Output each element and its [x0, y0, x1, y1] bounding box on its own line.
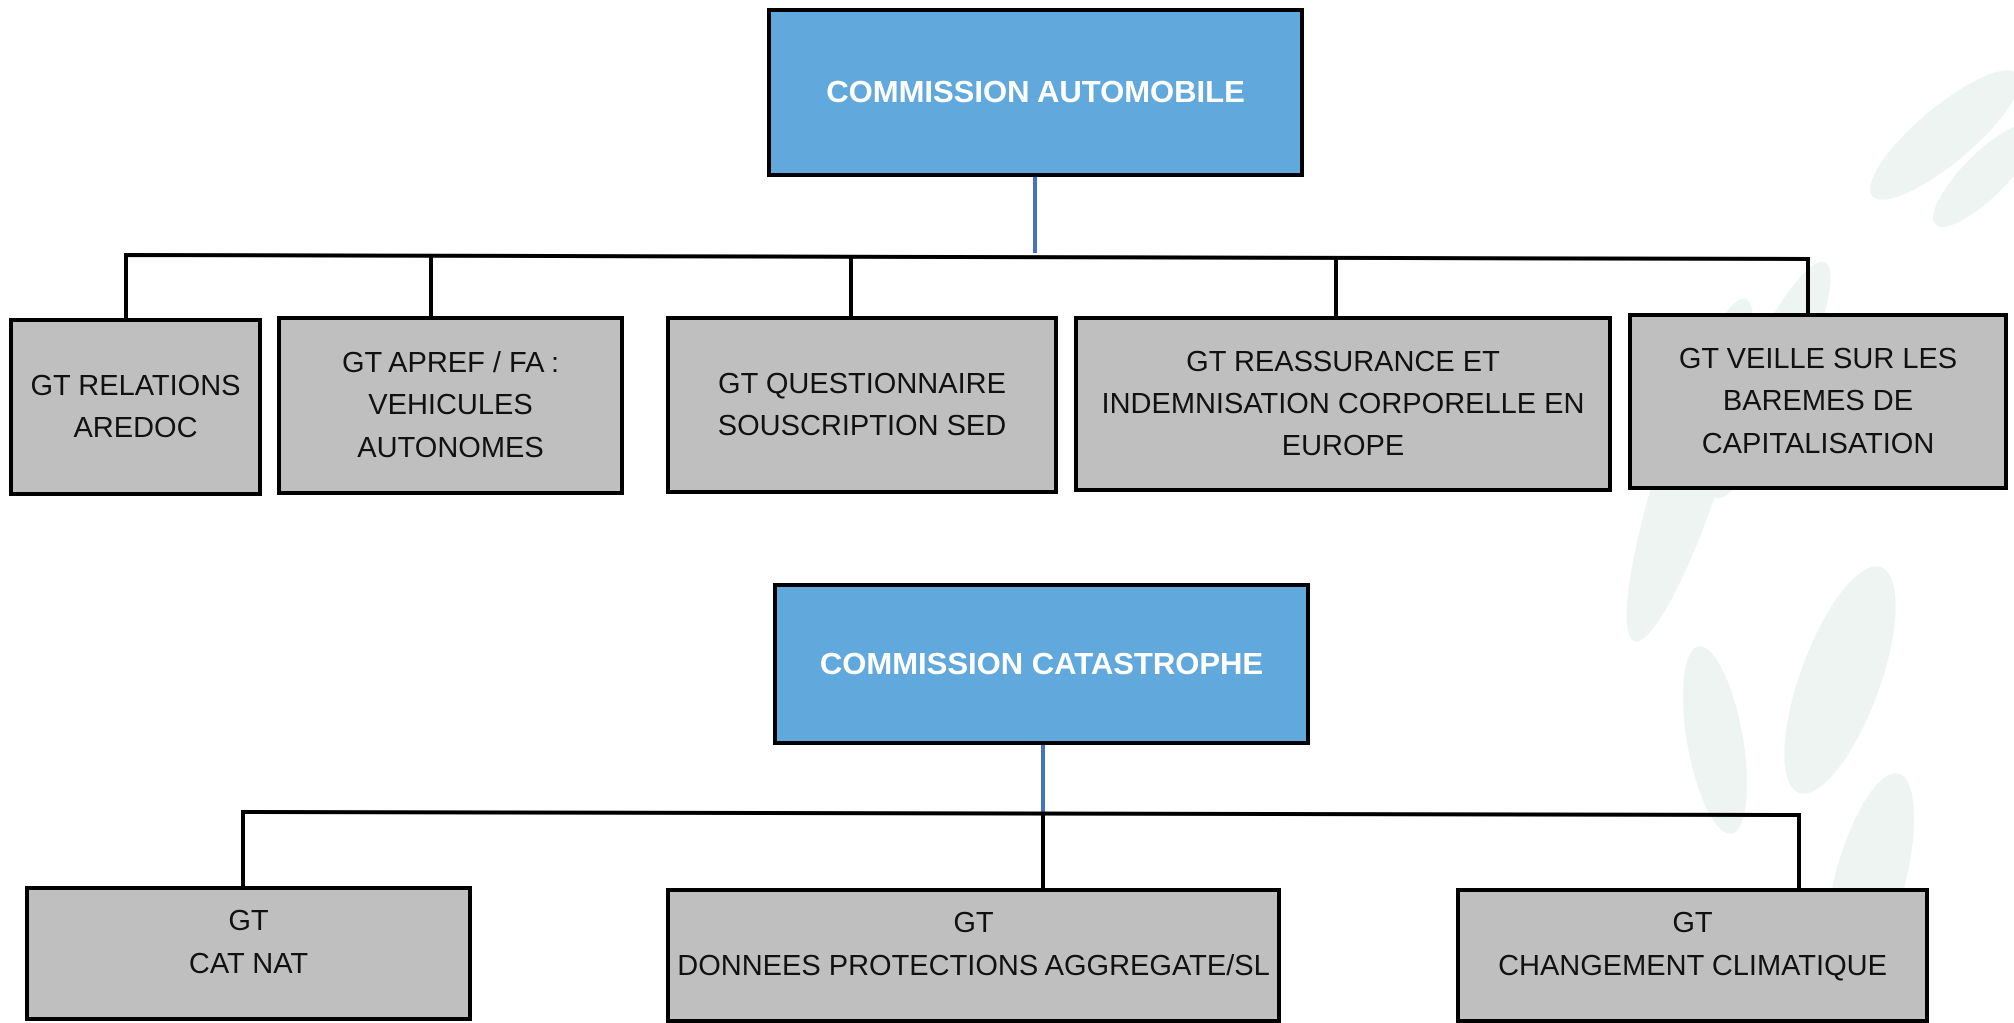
- group-line: GT: [228, 905, 269, 938]
- group-line: INDEMNISATION CORPORELLE EN: [1101, 387, 1585, 420]
- group-line: BAREMES DE: [1722, 385, 1914, 418]
- group-questionnaire-souscription: GT QUESTIONNAIRE SOUSCRIPTION SED: [666, 316, 1058, 494]
- group-line: VEHICULES: [368, 389, 533, 422]
- group-changement-climatique: GT CHANGEMENT CLIMATIQUE: [1456, 888, 1929, 1023]
- group-line: CHANGEMENT CLIMATIQUE: [1498, 949, 1887, 982]
- group-donnees-protections: GT DONNEES PROTECTIONS AGGREGATE/SL: [666, 888, 1281, 1023]
- group-line: GT: [953, 907, 994, 940]
- group-line: GT REASSURANCE ET: [1186, 345, 1500, 378]
- group-line: AREDOC: [73, 412, 198, 444]
- commission-automobile-header: COMMISSION AUTOMOBILE: [767, 8, 1304, 177]
- group-line: GT VEILLE SUR LES: [1678, 343, 1958, 376]
- group-veille-baremes: GT VEILLE SUR LES BAREMES DE CAPITALISAT…: [1628, 313, 2008, 490]
- group-line: GT APREF / FA :: [341, 347, 560, 380]
- commission-catastrophe-title: COMMISSION CATASTROPHE: [819, 645, 1264, 681]
- commission-catastrophe-header: COMMISSION CATASTROPHE: [773, 583, 1310, 745]
- group-line: GT RELATIONS: [30, 369, 241, 402]
- group-line: AUTONOMES: [357, 431, 544, 464]
- group-line: DONNEES PROTECTIONS AGGREGATE/SL: [677, 949, 1270, 982]
- group-line: EUROPE: [1281, 430, 1405, 463]
- group-apref-vehicules-autonomes: GT APREF / FA : VEHICULES AUTONOMES: [277, 316, 624, 495]
- group-line: CAT NAT: [188, 947, 309, 980]
- group-relations-aredoc: GT RELATIONS AREDOC: [9, 318, 262, 496]
- group-line: GT QUESTIONNAIRE: [718, 367, 1006, 400]
- group-line: SOUSCRIPTION SED: [717, 410, 1007, 442]
- group-line: CAPITALISATION: [1701, 427, 1935, 460]
- group-cat-nat: GT CAT NAT: [25, 886, 472, 1021]
- group-reassurance-indemnisation: GT REASSURANCE ET INDEMNISATION CORPOREL…: [1074, 316, 1612, 492]
- group-line: GT: [1672, 907, 1713, 940]
- commission-automobile-title: COMMISSION AUTOMOBILE: [826, 74, 1245, 110]
